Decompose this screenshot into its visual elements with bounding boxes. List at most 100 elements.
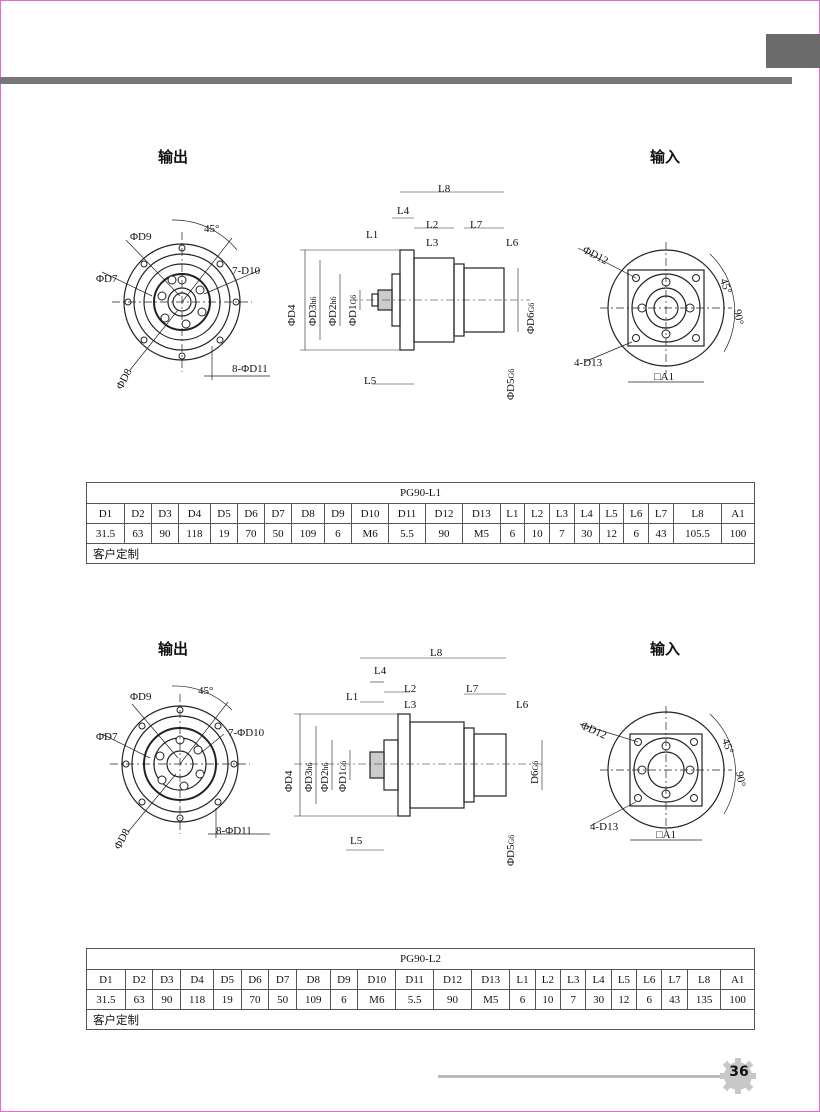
value-cell: 43 xyxy=(648,523,674,544)
value-cell: 10 xyxy=(534,989,562,1010)
side-view-drawing-2: L8 L4 L1 L2 L3 L7 L6 L5 ΦD4 ΦD3h6 ΦD2h6 … xyxy=(283,647,543,866)
header-cell: L7 xyxy=(648,503,674,524)
value-cell: 135 xyxy=(686,989,722,1010)
dim-d6: ΦD6G6 xyxy=(525,303,537,334)
header-cell: L6 xyxy=(636,969,663,990)
value-cell: 90 xyxy=(150,523,179,544)
value-cell: 6 xyxy=(329,989,359,1010)
dim-l8: L8 xyxy=(438,183,451,195)
value-cell: 63 xyxy=(124,989,154,1010)
dim-l2: L2 xyxy=(426,219,438,231)
header-cell: D12 xyxy=(432,969,473,990)
footer-line xyxy=(438,1075,720,1078)
dim-d7-2: ΦD7 xyxy=(96,731,118,743)
header-cell: D8 xyxy=(295,969,331,990)
header-cell: L5 xyxy=(610,969,638,990)
dim-d6-2: D6G6 xyxy=(529,761,541,784)
value-cell: 100 xyxy=(720,989,755,1010)
value-cell: 100 xyxy=(721,523,755,544)
header-cell: D12 xyxy=(424,503,464,524)
output-label-2: 输出 xyxy=(158,640,189,658)
header-cell: D6 xyxy=(237,503,266,524)
value-cell: 19 xyxy=(212,989,242,1010)
dim-d8: ΦD8 xyxy=(114,366,135,391)
header-bar xyxy=(0,77,792,84)
dim-l7-2: L7 xyxy=(466,683,479,695)
page-number: 36 xyxy=(729,1064,749,1080)
dim-l2-2: L2 xyxy=(404,683,416,695)
dim-d9-2: ΦD9 xyxy=(130,691,152,703)
header-cell: D1 xyxy=(86,503,125,524)
output-flange-drawing-2: ΦD9 45° 7-ΦD10 ΦD7 ΦD8 8-ΦD11 xyxy=(96,685,270,851)
value-cell: M5 xyxy=(471,989,511,1010)
dim-8-d11-2: 8-ΦD11 xyxy=(216,825,252,837)
value-cell: 90 xyxy=(424,523,464,544)
header-cell: L4 xyxy=(573,503,600,524)
header-cell: L2 xyxy=(534,969,562,990)
dim-angle-45-input-2: 45° xyxy=(719,737,736,756)
dim-d12: ΦD12 xyxy=(581,244,610,267)
header-cell: D3 xyxy=(150,503,179,524)
dim-angle-45-2: 45° xyxy=(198,685,213,697)
value-cell: 7 xyxy=(549,523,575,544)
value-cell: 118 xyxy=(180,989,214,1010)
header-cell: D3 xyxy=(152,969,182,990)
dim-8-d11: 8-ΦD11 xyxy=(232,363,268,375)
header-cell: A1 xyxy=(720,969,755,990)
dim-l6-2: L6 xyxy=(516,699,529,711)
header-cell: L2 xyxy=(524,503,551,524)
value-cell: 12 xyxy=(598,523,625,544)
header-cell: L4 xyxy=(585,969,612,990)
header-cell: D4 xyxy=(180,969,214,990)
input-flange-drawing: ΦD12 45° 90° 4-D13 □A1 xyxy=(574,242,746,383)
value-cell: 43 xyxy=(661,989,688,1010)
header-cell: D2 xyxy=(123,503,152,524)
header-cell: D5 xyxy=(212,969,242,990)
value-cell: 70 xyxy=(237,523,266,544)
dim-a1-2: □A1 xyxy=(656,829,676,841)
value-cell: 50 xyxy=(264,523,293,544)
dim-d2-2: ΦD2h6 xyxy=(319,763,331,793)
header-tab xyxy=(766,34,820,68)
dim-angle-45: 45° xyxy=(204,223,219,235)
header-cell: L8 xyxy=(686,969,722,990)
value-cell: M6 xyxy=(350,523,390,544)
value-cell: 105.5 xyxy=(672,523,723,544)
value-cell: 12 xyxy=(610,989,638,1010)
dim-d3-2: ΦD3h6 xyxy=(303,763,315,793)
dim-a1: □A1 xyxy=(654,371,674,383)
side-view-drawing: L8 L4 L1 L2 L3 L7 L6 L5 ΦD4 ΦD3h6 ΦD2h6 … xyxy=(286,183,537,400)
header-cell: A1 xyxy=(721,503,755,524)
dim-d2: ΦD2h6 xyxy=(327,297,339,327)
dim-angle-90: 90° xyxy=(731,308,745,325)
value-cell: 6 xyxy=(509,989,536,1010)
input-label: 输入 xyxy=(650,148,681,166)
input-label-2: 输入 xyxy=(650,640,681,658)
header-cell: D1 xyxy=(86,969,126,990)
dim-angle-90-2: 90° xyxy=(733,770,747,787)
value-cell: 118 xyxy=(177,523,211,544)
header-cell: L3 xyxy=(560,969,587,990)
value-cell: M6 xyxy=(357,989,397,1010)
dim-d1: ΦD1G6 xyxy=(347,295,359,326)
header-cell: L6 xyxy=(623,503,650,524)
header-cell: L7 xyxy=(661,969,688,990)
value-cell: 19 xyxy=(209,523,239,544)
value-cell: 90 xyxy=(432,989,473,1010)
dim-4-d13-2: 4-D13 xyxy=(590,821,619,833)
dim-angle-45-input: 45° xyxy=(717,277,734,296)
value-cell: 50 xyxy=(268,989,297,1010)
header-cell: L1 xyxy=(499,503,526,524)
header-cell: D5 xyxy=(209,503,239,524)
dim-l4-2: L4 xyxy=(374,665,387,677)
value-cell: 31.5 xyxy=(86,989,126,1010)
gear-icon xyxy=(720,1058,756,1094)
value-cell: 6 xyxy=(636,989,663,1010)
header-cell: D4 xyxy=(177,503,211,524)
dim-4-d13: 4-D13 xyxy=(574,357,603,369)
input-flange-drawing-2: ΦD12 45° 90° 4-D13 □A1 xyxy=(579,706,748,841)
header-cell: D9 xyxy=(323,503,352,524)
